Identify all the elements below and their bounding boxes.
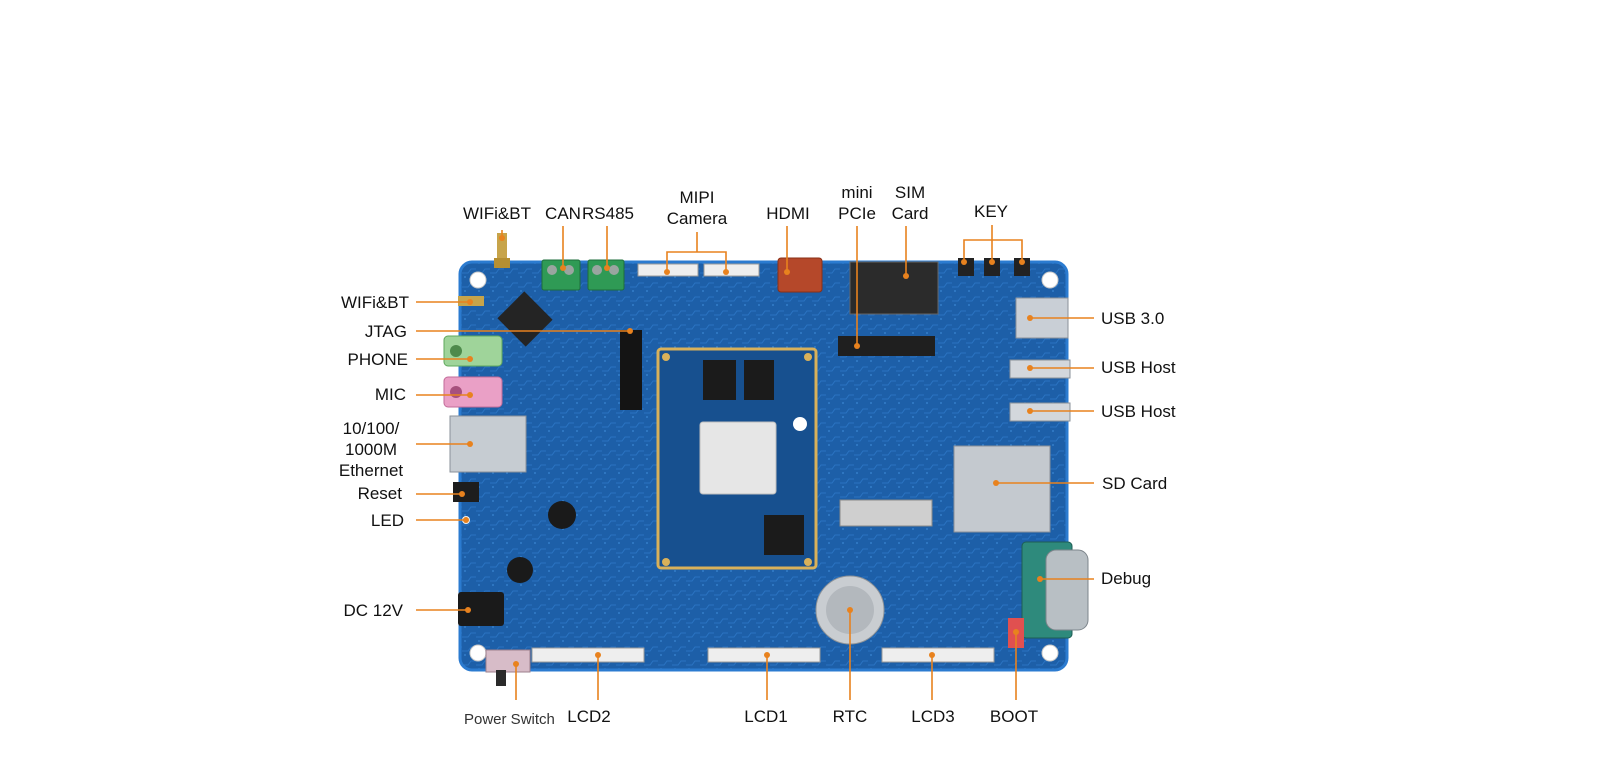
label-ethernet-line-2: 1000M bbox=[345, 440, 397, 459]
can-terminal bbox=[541, 259, 581, 291]
label-sim-card: SIM Card bbox=[892, 182, 929, 224]
label-mipi-line-2: Camera bbox=[666, 209, 728, 228]
label-jtag: JTAG bbox=[364, 322, 407, 341]
power-switch bbox=[485, 649, 531, 686]
label-sim-line-2: Card bbox=[891, 204, 929, 223]
label-mini-pcie: mini PCIe bbox=[838, 182, 876, 224]
label-boot: BOOT bbox=[989, 707, 1039, 726]
hdmi-port bbox=[777, 257, 823, 293]
callout-key bbox=[963, 239, 1023, 262]
reset-button bbox=[453, 482, 479, 502]
mic-jack bbox=[443, 376, 503, 408]
label-rs485: RS485 bbox=[582, 204, 634, 223]
sd-card-slot bbox=[953, 445, 1051, 533]
inductor-2 bbox=[507, 557, 533, 583]
label-usb3: USB 3.0 bbox=[1101, 309, 1165, 328]
lcd2-connector bbox=[531, 647, 645, 663]
label-hdmi: HDMI bbox=[766, 204, 810, 223]
inductor bbox=[548, 501, 576, 529]
label-wifi-bt-left: WIFi&BT bbox=[341, 293, 409, 312]
label-usb-host-2: USB Host bbox=[1101, 402, 1176, 421]
jtag-header bbox=[620, 330, 642, 410]
label-led: LED bbox=[370, 511, 404, 530]
label-usb-host-1: USB Host bbox=[1101, 358, 1176, 377]
lcd3-connector bbox=[881, 647, 995, 663]
label-rtc: RTC bbox=[832, 707, 868, 726]
label-can: CAN bbox=[545, 204, 581, 223]
sim-card-slot bbox=[849, 261, 939, 315]
usb-host-port-1 bbox=[1009, 359, 1071, 379]
core-module bbox=[656, 347, 818, 570]
label-mipi-camera: MIPI Camera bbox=[667, 187, 727, 229]
label-pcie-line-1: mini bbox=[841, 183, 873, 202]
label-lcd3: LCD3 bbox=[911, 707, 955, 726]
phone-jack bbox=[443, 335, 503, 367]
mini-pcie-slot bbox=[838, 336, 935, 356]
label-ethernet-line-1: 10/100/ bbox=[342, 419, 400, 438]
label-reset: Reset bbox=[357, 484, 402, 503]
label-dc12v: DC 12V bbox=[343, 601, 403, 620]
label-pcie-line-2: PCIe bbox=[838, 204, 876, 223]
mipi-connector-2 bbox=[703, 263, 760, 277]
label-sim-line-1: SIM bbox=[894, 183, 926, 202]
callout-lines bbox=[416, 225, 1094, 700]
dc-jack bbox=[458, 592, 504, 626]
label-key: KEY bbox=[973, 202, 1009, 221]
label-power-switch: Power Switch bbox=[464, 711, 555, 728]
rs485-terminal bbox=[587, 259, 625, 291]
label-ethernet-line-3: Ethernet bbox=[338, 461, 404, 480]
label-phone: PHONE bbox=[347, 350, 408, 369]
mini-pcie-bracket bbox=[839, 499, 933, 527]
label-mic: MIC bbox=[374, 385, 406, 404]
debug-serial-port bbox=[1021, 541, 1089, 639]
label-mipi-line-1: MIPI bbox=[679, 188, 715, 207]
label-lcd1: LCD1 bbox=[744, 707, 788, 726]
usb-host-port-2 bbox=[1009, 402, 1071, 422]
key-buttons bbox=[958, 258, 1030, 276]
label-sd-card: SD Card bbox=[1102, 474, 1168, 493]
label-debug: Debug bbox=[1101, 569, 1152, 588]
label-lcd2: LCD2 bbox=[567, 707, 611, 726]
label-ethernet: 10/100/ 1000M Ethernet bbox=[339, 418, 403, 481]
label-wifi-bt-top: WIFi&BT bbox=[463, 204, 531, 223]
wifi-module bbox=[497, 291, 553, 347]
callout-dots bbox=[459, 235, 1043, 667]
